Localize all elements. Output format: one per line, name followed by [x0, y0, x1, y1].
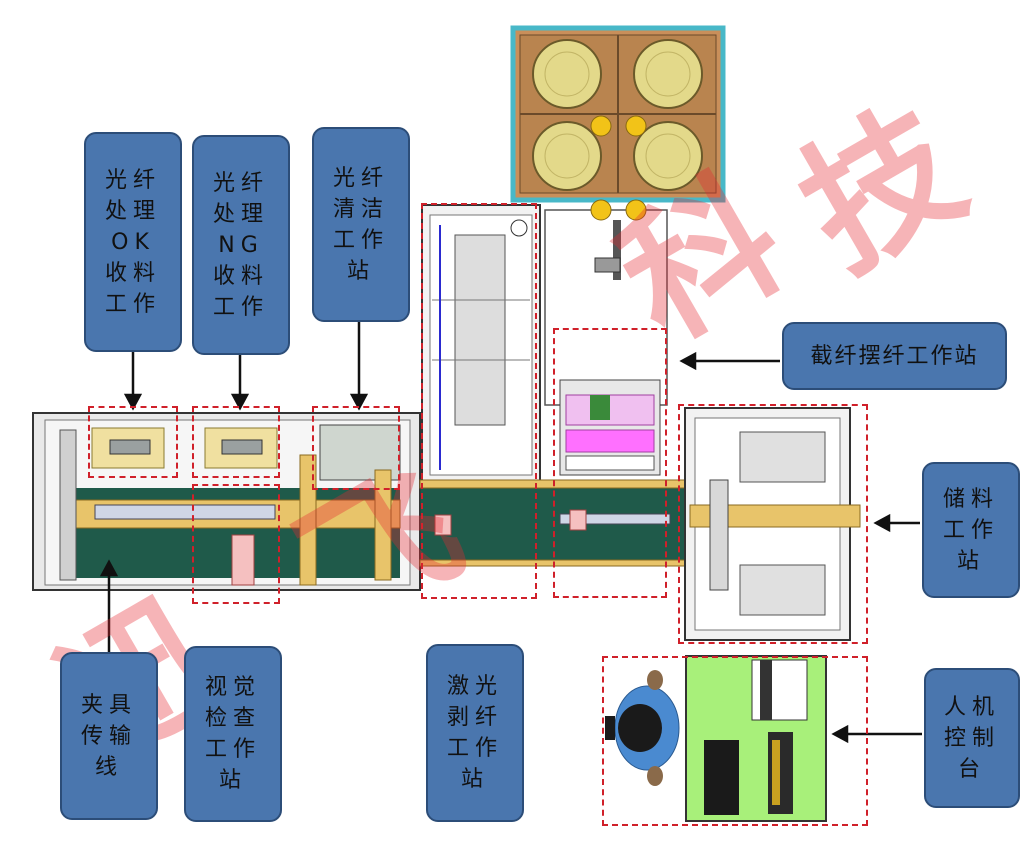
- zone-hmi: [602, 656, 868, 826]
- arrow-storage-left: [873, 513, 891, 533]
- arrow-ok-down: [123, 393, 143, 411]
- laser-strip-unit: [421, 204, 541, 486]
- arrow-ng-down: [230, 393, 250, 411]
- zone-clean: [312, 406, 400, 490]
- arrow-hmi-left: [831, 724, 849, 744]
- label-ok-station: 光纤 处理 OK 收料 工作: [84, 132, 182, 352]
- reel-4: [633, 121, 703, 191]
- arrow-fixture-up: [99, 559, 119, 577]
- zone-vision: [192, 484, 280, 604]
- zone-cut: [553, 328, 667, 598]
- zone-laser: [421, 203, 537, 599]
- label-laser-station: 激光 剥纤 工作 站: [426, 644, 524, 822]
- zone-ok: [88, 406, 178, 478]
- hmi-console: [685, 655, 827, 822]
- storage-unit: [684, 407, 861, 641]
- label-ng-station: 光纤 处理 NG 收料 工作: [192, 135, 290, 355]
- arrow-clean-down: [349, 393, 369, 411]
- fiber-reel-unit: [510, 25, 726, 203]
- label-hmi-station: 人机 控制 台: [924, 668, 1020, 808]
- operator-figure: [605, 670, 680, 786]
- reel-2: [633, 39, 703, 109]
- arrows: [99, 320, 922, 744]
- arrow-cut-left: [679, 351, 697, 371]
- reel-3: [532, 121, 602, 191]
- label-clean-station: 光纤 清洁 工作 站: [312, 127, 410, 322]
- reel-1: [532, 39, 602, 109]
- label-cut-station: 截纤摆纤工作站: [782, 322, 1007, 390]
- label-storage-station: 储料 工作 站: [922, 462, 1020, 598]
- zone-ng: [192, 406, 280, 478]
- fixture-conveyor: [32, 412, 421, 591]
- label-fixture-line: 夹具 传输 线: [60, 652, 158, 820]
- conveyor-extension: [419, 479, 686, 567]
- zone-storage: [678, 404, 868, 644]
- cutting-unit: [544, 199, 668, 476]
- label-vision-station: 视觉 检查 工作 站: [184, 646, 282, 822]
